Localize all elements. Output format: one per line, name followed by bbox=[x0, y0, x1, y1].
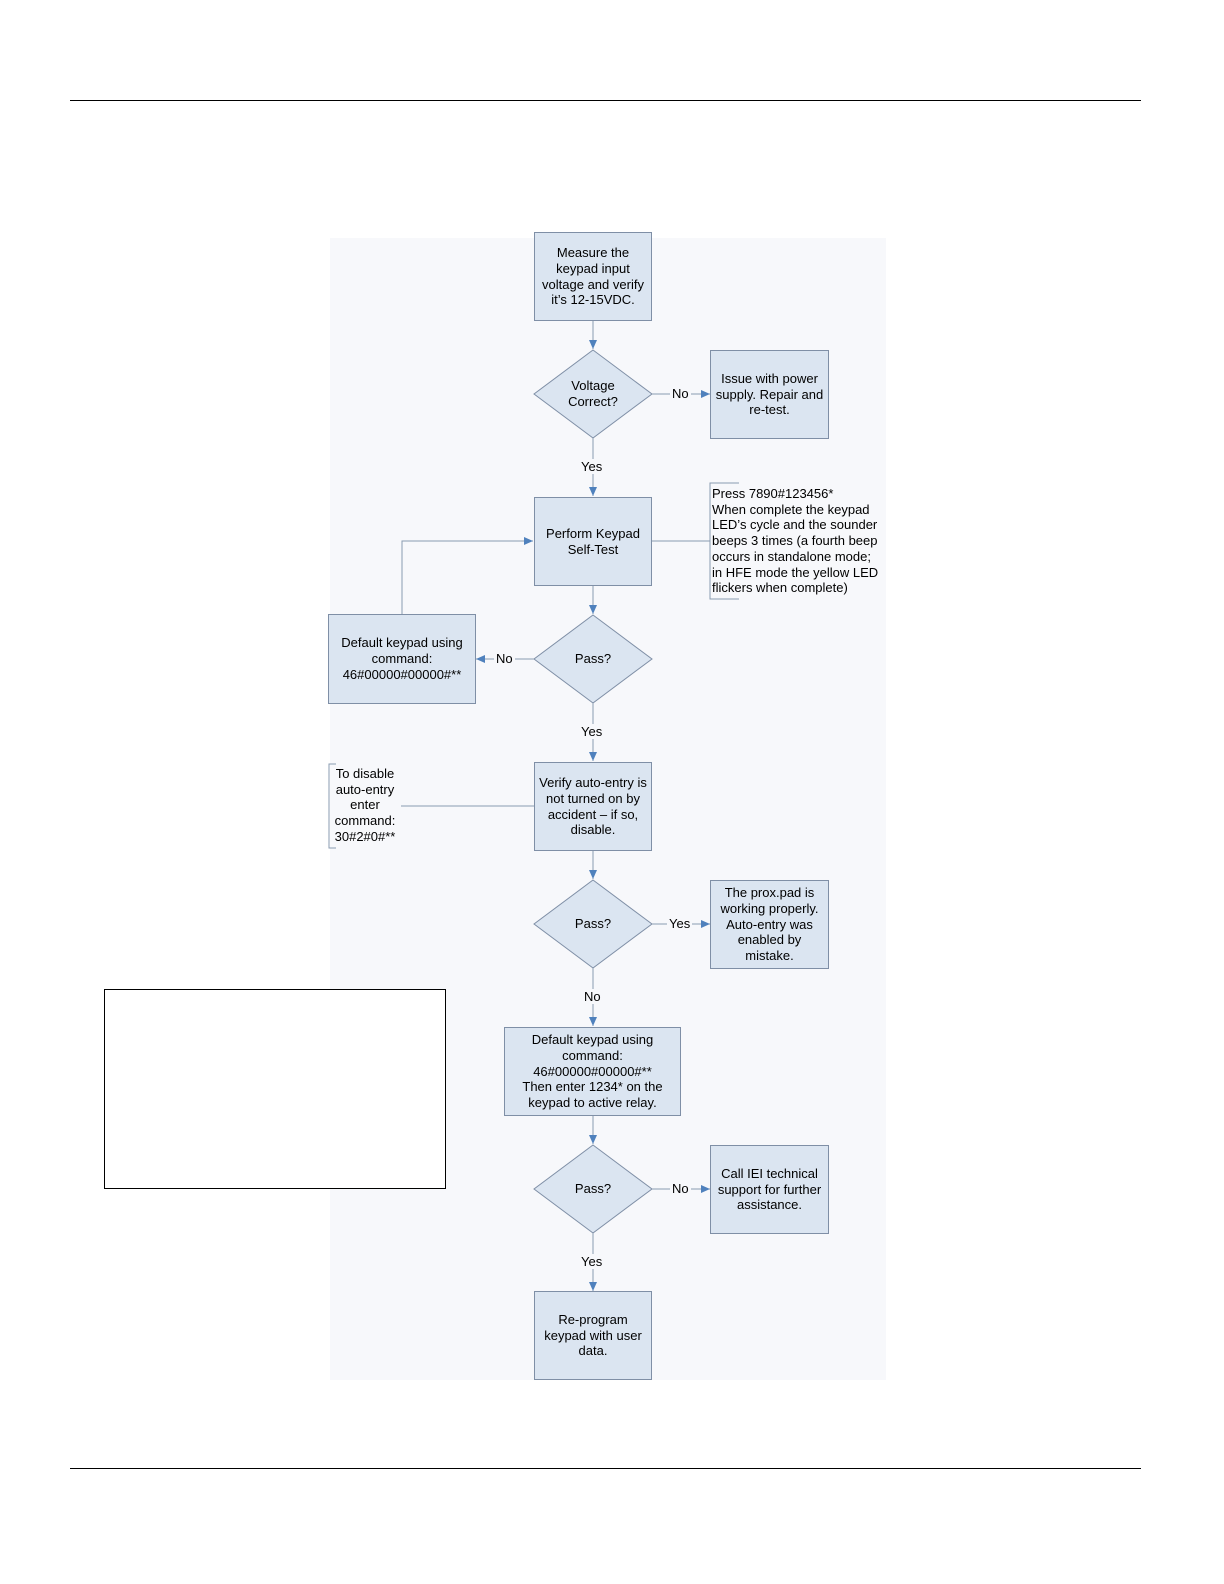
default-keypad-text-2: Default keypad using command: 46#00000#0… bbox=[522, 1032, 663, 1111]
edge-label-voltage-yes: Yes bbox=[579, 459, 605, 474]
self-test-note: Press 7890#123456* When complete the key… bbox=[712, 486, 879, 596]
voltage-decision-text: Voltage Correct? bbox=[568, 378, 618, 409]
pass2-decision-text: Pass? bbox=[574, 916, 612, 932]
pass1-decision-text: Pass? bbox=[574, 651, 612, 667]
working-properly-box: The prox.pad is working properly. Auto-e… bbox=[710, 880, 829, 969]
self-test-box: Perform Keypad Self-Test bbox=[534, 497, 652, 586]
default-keypad-box-1: Default keypad using command: 46#00000#0… bbox=[328, 614, 476, 704]
edge-label-pass3-no: No bbox=[670, 1181, 691, 1196]
measure-voltage-box: Measure the keypad input voltage and ver… bbox=[534, 232, 652, 321]
measure-voltage-text: Measure the keypad input voltage and ver… bbox=[542, 245, 644, 308]
edge-label-pass3-yes: Yes bbox=[579, 1254, 605, 1269]
note-bracket-selftest bbox=[709, 482, 739, 600]
pass3-decision-label: Pass? bbox=[548, 1165, 638, 1213]
working-properly-text: The prox.pad is working properly. Auto-e… bbox=[720, 885, 819, 964]
header-rule bbox=[70, 100, 1141, 101]
reprogram-text: Re-program keypad with user data. bbox=[544, 1311, 642, 1359]
call-support-text: Call IEI technical support for further a… bbox=[717, 1165, 822, 1213]
footer-rule bbox=[70, 1468, 1141, 1469]
blank-frame bbox=[104, 989, 446, 1189]
edge-label-pass1-yes: Yes bbox=[579, 724, 605, 739]
auto-entry-note: To disable auto-entry enter command: 30#… bbox=[334, 766, 396, 844]
verify-auto-entry-box: Verify auto-entry is not turned on by ac… bbox=[534, 762, 652, 851]
power-issue-text: Issue with power supply. Repair and re-t… bbox=[715, 370, 824, 418]
pass3-decision-text: Pass? bbox=[574, 1181, 612, 1197]
pass1-decision-label: Pass? bbox=[548, 635, 638, 683]
pass2-decision-label: Pass? bbox=[548, 900, 638, 948]
edge-label-voltage-no: No bbox=[670, 386, 691, 401]
edge-default1-selftest bbox=[401, 537, 533, 614]
edge-label-pass1-no: No bbox=[494, 651, 515, 666]
edge-label-pass2-no: No bbox=[582, 989, 603, 1004]
voltage-decision-label: Voltage Correct? bbox=[548, 370, 638, 418]
reprogram-box: Re-program keypad with user data. bbox=[534, 1291, 652, 1380]
default-keypad-text-1: Default keypad using command: 46#00000#0… bbox=[341, 635, 463, 682]
note-bracket-autoentry bbox=[328, 763, 336, 849]
verify-auto-entry-text: Verify auto-entry is not turned on by ac… bbox=[539, 775, 647, 838]
edge-label-pass2-yes: Yes bbox=[667, 916, 693, 931]
power-issue-box: Issue with power supply. Repair and re-t… bbox=[710, 350, 829, 439]
call-support-box: Call IEI technical support for further a… bbox=[710, 1145, 829, 1234]
default-keypad-box-2: Default keypad using command: 46#00000#0… bbox=[504, 1027, 681, 1116]
self-test-text: Perform Keypad Self-Test bbox=[546, 525, 640, 557]
